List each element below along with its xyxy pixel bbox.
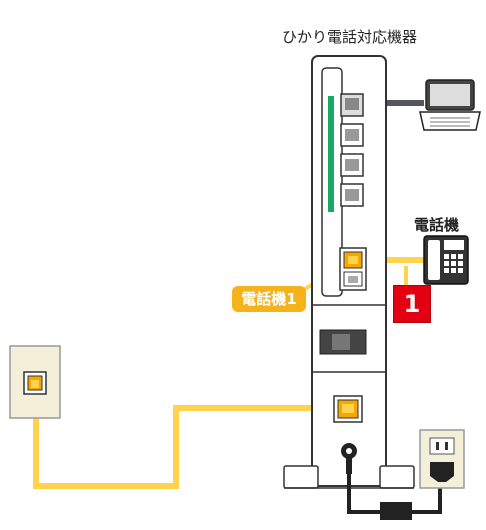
lan-port-1[interactable] [340, 93, 364, 117]
step-number-badge: 1 [394, 286, 430, 322]
wall-to-router-cable [33, 398, 340, 489]
telephone-icon[interactable] [423, 235, 469, 285]
phone-port-1[interactable] [343, 251, 363, 269]
phone-label: 電話機 [414, 216, 460, 234]
laptop-icon[interactable] [419, 79, 481, 131]
phone-port-2[interactable] [343, 271, 363, 287]
lan-port-2[interactable] [340, 123, 364, 147]
ac-adapter-icon [380, 502, 412, 520]
router-device [283, 55, 415, 489]
line-port[interactable] [333, 395, 363, 423]
stand-foot-left [283, 465, 319, 489]
lan-port-3[interactable] [340, 153, 364, 177]
wall-jack-icon[interactable] [9, 345, 61, 419]
device-title: ひかり電話対応機器 [282, 28, 418, 46]
power-jack[interactable] [341, 443, 357, 474]
stand-foot-right [379, 465, 415, 489]
lan-port-4[interactable] [340, 183, 364, 207]
power-plug-icon [430, 462, 454, 482]
port-label-tag: 電話機1 [232, 286, 306, 312]
status-led-strip [328, 96, 334, 212]
optical-port[interactable] [319, 329, 367, 355]
